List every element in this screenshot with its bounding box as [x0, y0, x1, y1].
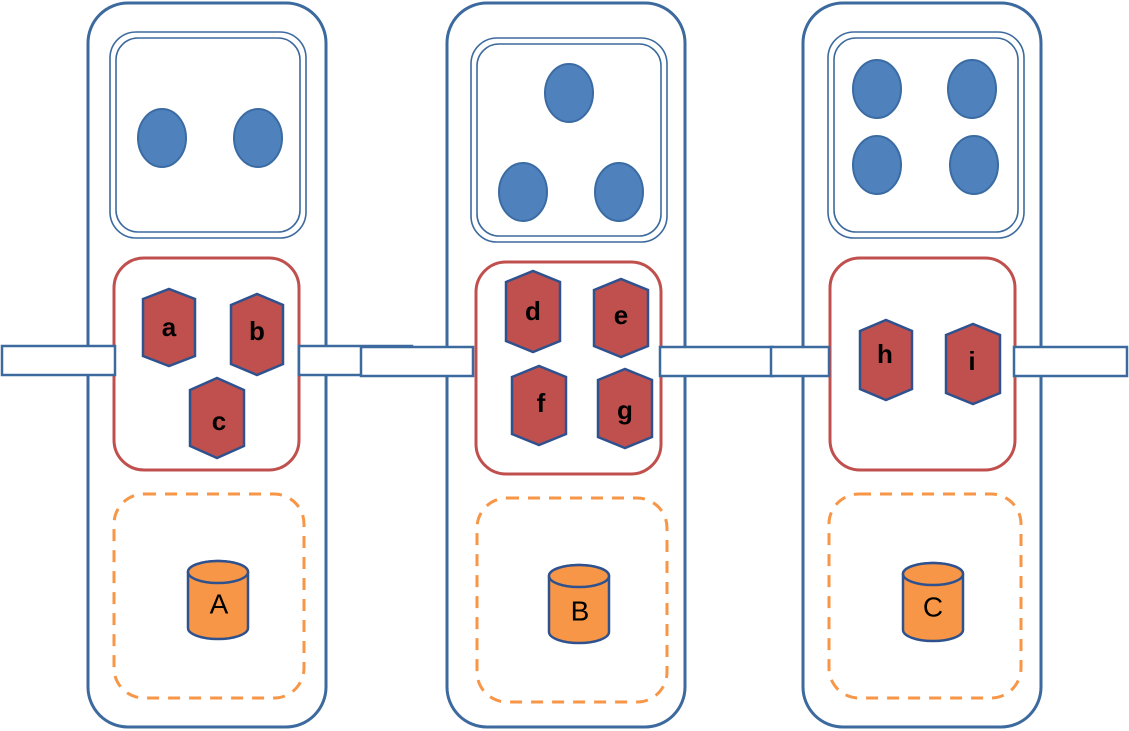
process-label: e — [614, 300, 628, 330]
hexagon-shape — [510, 364, 568, 447]
node-circle — [498, 162, 548, 222]
database-top — [547, 563, 611, 589]
process-label: h — [877, 339, 893, 369]
process-hexagon-b: b — [229, 292, 285, 377]
hexagon-shape — [188, 376, 246, 460]
process-label: f — [537, 388, 546, 418]
process-group: h i — [828, 256, 1017, 472]
process-label: c — [212, 406, 226, 436]
node-circle — [949, 135, 999, 195]
process-hexagon-i: i — [944, 322, 1002, 406]
hexagon-shape — [141, 287, 197, 368]
process-hexagon-d: d — [504, 269, 562, 354]
column-1: a b c A — [86, 1, 328, 729]
storage-group: B — [475, 496, 669, 704]
database-label: C — [923, 591, 943, 622]
process-label: g — [617, 395, 633, 425]
hexagon-shape — [596, 367, 654, 450]
process-label: d — [525, 296, 541, 326]
node-circle — [233, 108, 283, 168]
database-icon: A — [186, 559, 250, 641]
process-group: d e f g — [474, 260, 663, 476]
link-bar — [658, 345, 775, 378]
database-label: A — [210, 588, 229, 619]
process-hexagon-g: g — [596, 367, 654, 450]
storage-group: C — [827, 492, 1023, 700]
storage-group-border — [827, 492, 1023, 700]
column-3: h i C — [801, 1, 1043, 729]
process-group: a b c — [112, 256, 301, 472]
database-top — [901, 561, 965, 587]
column-2: d e f g B — [445, 1, 687, 729]
node-circle — [852, 59, 902, 119]
process-hexagon-a: a — [141, 287, 197, 368]
link-bar — [769, 345, 831, 378]
process-hexagon-h: h — [858, 318, 914, 402]
node-group — [470, 37, 668, 243]
hexagon-shape — [229, 292, 285, 377]
storage-group-border — [112, 492, 306, 700]
hexagon-shape — [944, 322, 1002, 406]
node-circle — [594, 162, 644, 222]
process-hexagon-c: c — [188, 376, 246, 460]
node-group — [827, 31, 1025, 239]
node-group — [109, 31, 307, 239]
process-label: b — [249, 316, 265, 346]
storage-group-border — [475, 496, 669, 704]
process-hexagon-e: e — [592, 277, 650, 359]
link-bar — [0, 344, 117, 377]
node-circle — [544, 63, 594, 123]
link-bar — [359, 345, 475, 378]
database-icon: B — [547, 563, 611, 645]
process-hexagon-f: f — [510, 364, 568, 447]
database-icon: C — [901, 561, 965, 643]
hexagon-shape — [592, 277, 650, 359]
process-label: a — [162, 312, 177, 342]
hexagon-shape — [504, 269, 562, 354]
hexagon-shape — [858, 318, 914, 402]
node-circle — [852, 135, 902, 195]
storage-group: A — [112, 492, 306, 700]
database-top — [186, 559, 250, 585]
process-label: i — [968, 346, 975, 376]
node-circle — [137, 108, 187, 168]
node-circle — [947, 59, 997, 119]
database-label: B — [571, 595, 590, 626]
link-bar — [1012, 345, 1129, 378]
link-bars — [0, 344, 1129, 378]
node-group-inner-border — [115, 37, 301, 233]
